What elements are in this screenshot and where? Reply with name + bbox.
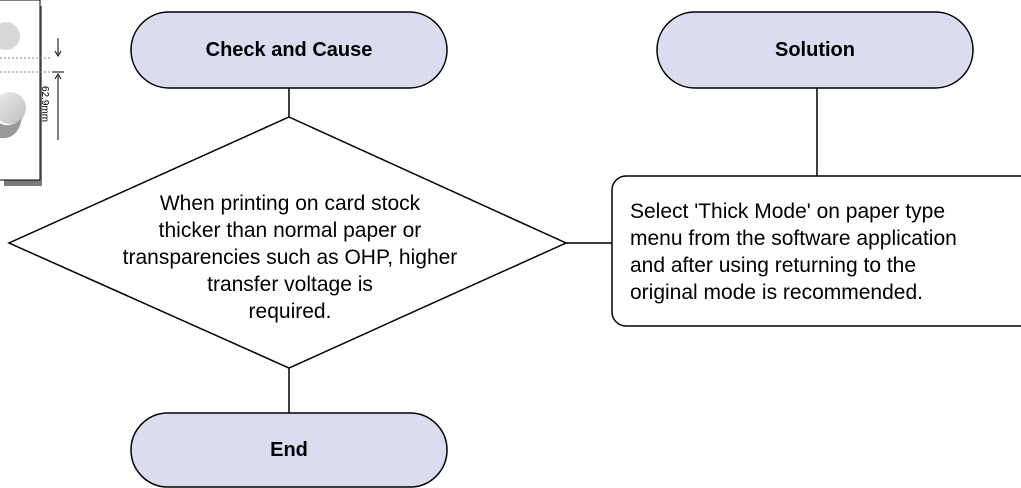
check-and-cause-label: Check and Cause [205, 38, 373, 61]
solution-text: Select 'Thick Mode' on paper type menu f… [630, 200, 957, 304]
end-label: End [270, 438, 308, 461]
solution-process-box [611, 175, 1021, 327]
terminal-solution [656, 11, 974, 89]
sample-photo-top [0, 22, 20, 50]
solution-label: Solution [775, 38, 855, 61]
sample-photo-shade [0, 118, 22, 139]
decision-diamond [7, 116, 568, 369]
sample-photo-bottom [0, 92, 26, 124]
condition-text: When printing on card stock thicker than… [122, 192, 458, 323]
terminal-end [130, 412, 448, 488]
page-sample-illustration [0, 0, 64, 186]
terminal-check-and-cause [130, 11, 448, 89]
page-sample-measurement: 62.9mm [39, 86, 50, 123]
